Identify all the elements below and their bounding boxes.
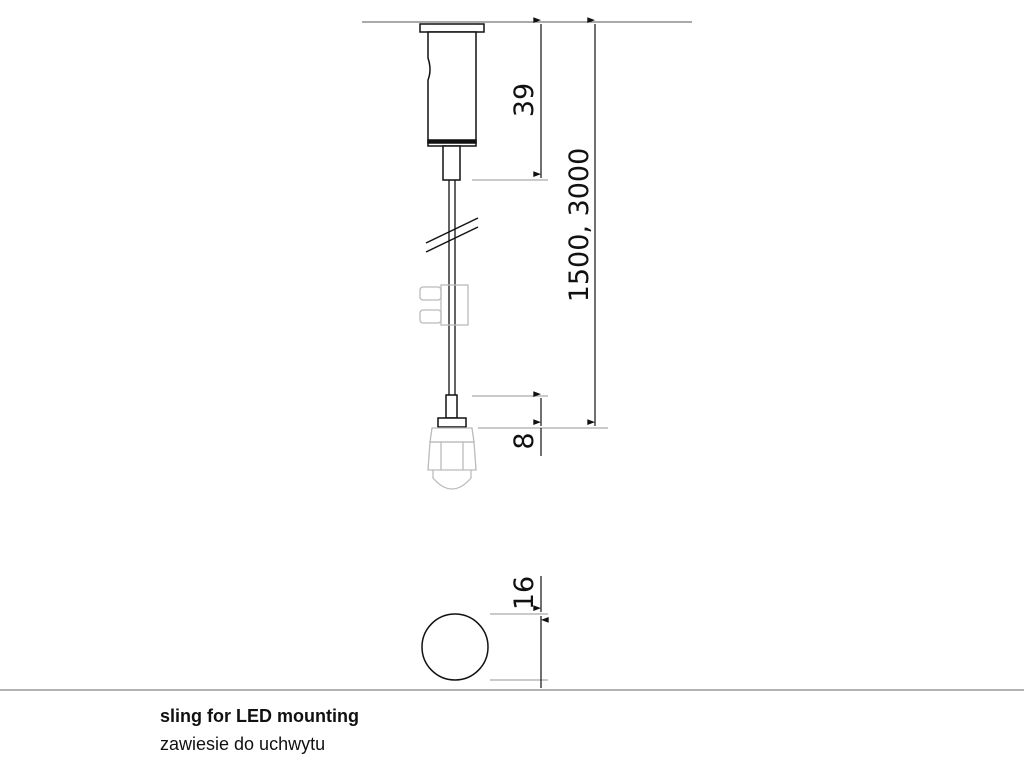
ceiling-mount bbox=[419, 23, 485, 181]
end-fitting bbox=[437, 394, 467, 428]
dim-cable-length: 1500, 3000 bbox=[564, 148, 595, 303]
dim-holder-height: 39 bbox=[509, 83, 540, 117]
caption-title: sling for LED mounting bbox=[160, 706, 359, 726]
dim-diameter: 16 bbox=[509, 576, 540, 610]
led-ghost bbox=[427, 427, 477, 490]
cable bbox=[425, 180, 479, 395]
dimension-lines bbox=[472, 17, 608, 688]
caption-subtitle: zawiesie do uchwytu bbox=[160, 734, 326, 754]
cross-section-circle bbox=[421, 613, 489, 681]
cable-clip-ghost bbox=[419, 284, 469, 326]
dim-end-fitting: 8 bbox=[509, 432, 540, 449]
